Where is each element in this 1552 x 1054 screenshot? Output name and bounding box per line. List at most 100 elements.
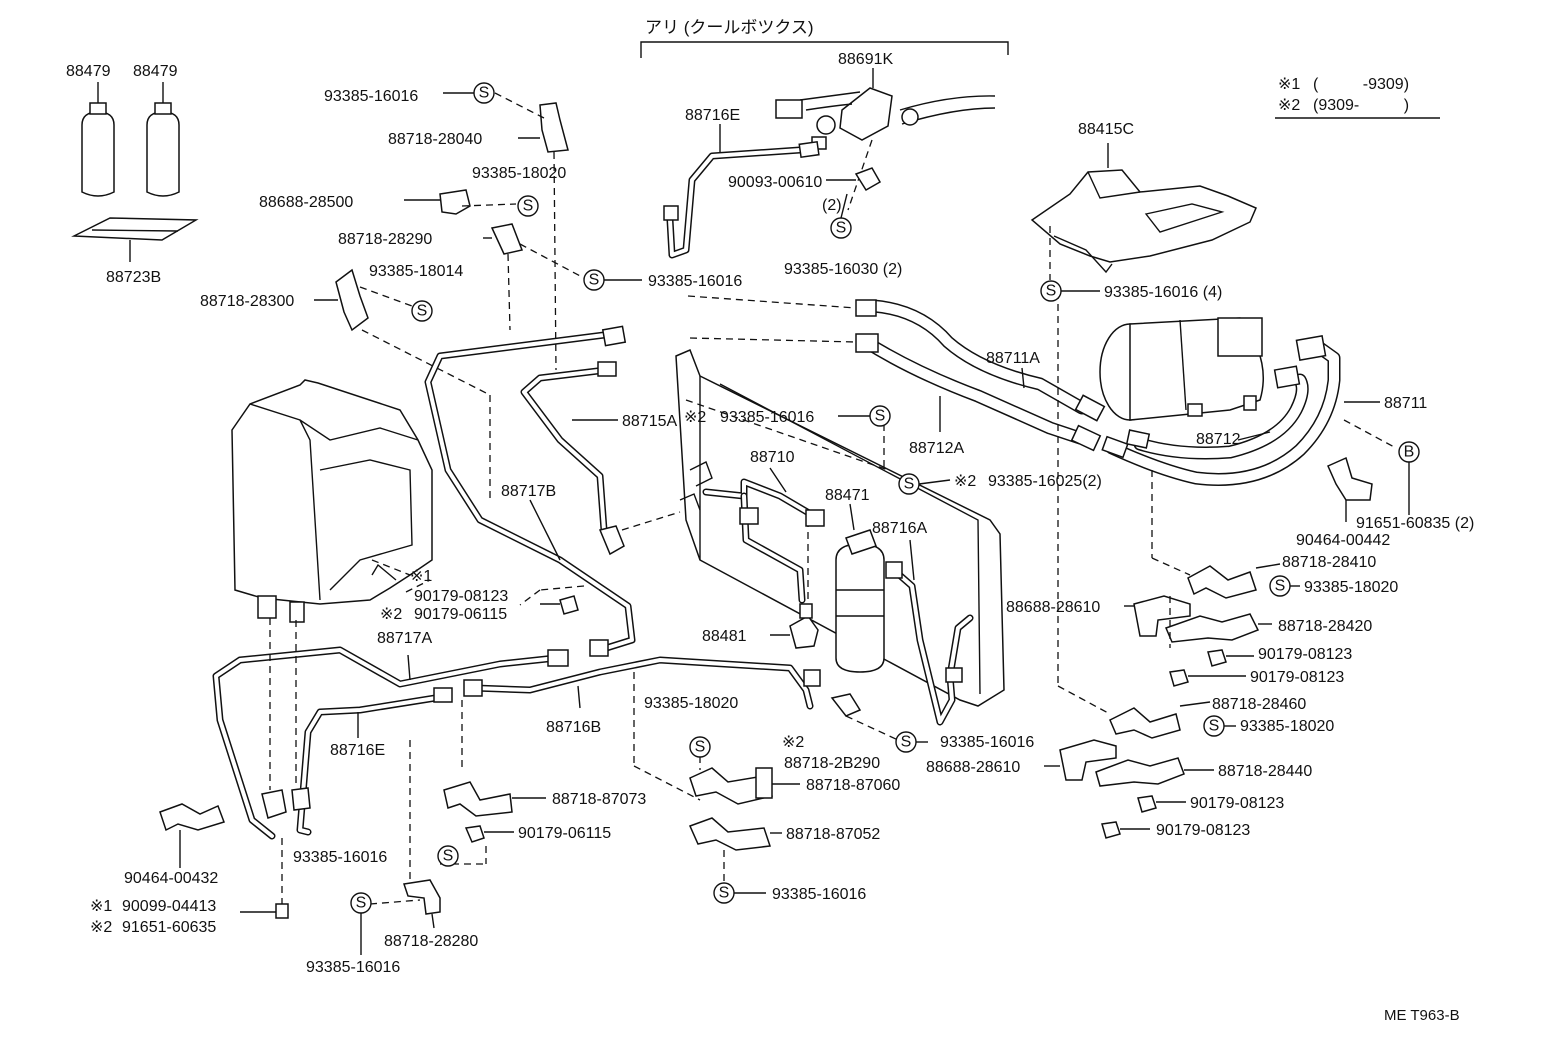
hoses	[855, 299, 1380, 576]
label-88718-2B290: 88718-2B290	[784, 755, 880, 772]
legend-note1-range: ( -9309)	[1313, 76, 1409, 93]
label-88716A: 88716A	[872, 520, 927, 537]
label-88415C: 88415C	[1078, 121, 1134, 138]
s-symbol-icon: S	[473, 82, 495, 104]
label-88718-28300: 88718-28300	[200, 293, 294, 310]
label-93385-16016-f: 93385-16016	[306, 959, 400, 976]
svg-text:S: S	[443, 848, 454, 865]
svg-text:S: S	[356, 895, 367, 912]
label-88718-28420: 88718-28420	[1278, 618, 1372, 635]
bracket-88718-2B290	[830, 693, 899, 741]
label-88718-28040: 88718-28040	[388, 131, 482, 148]
label-93385-18014: 93385-18014	[369, 263, 463, 280]
legend-note1-mark: ※1	[1278, 76, 1300, 93]
label-88718-28460: 88718-28460	[1212, 696, 1306, 713]
legend-note2-mark: ※2	[1278, 97, 1300, 114]
clamp-88718-28420	[1164, 613, 1272, 643]
label-88718-28280: 88718-28280	[384, 933, 478, 950]
nut-90179-08123-b	[1207, 649, 1254, 667]
bracket-88718-28280	[369, 879, 441, 929]
receiver-88471	[835, 503, 885, 673]
s-symbol-icon: S	[517, 195, 539, 217]
nut-90179-08123-d	[1137, 795, 1186, 813]
clamp-88718-28440	[1095, 757, 1214, 787]
label-88718-87052: 88718-87052	[786, 826, 880, 843]
label-93385-18020-r2: 93385-18020	[1240, 718, 1334, 735]
svg-text:S: S	[875, 408, 886, 425]
label-93385-16016-4: 93385-16016 (4)	[1104, 284, 1222, 301]
label-88716B: 88716B	[546, 719, 601, 736]
label-90464-00432: 90464-00432	[124, 870, 218, 887]
label-90179-06115-a: 90179-06115	[414, 606, 507, 623]
bracket-88688-28610-a	[1124, 595, 1191, 637]
label-88712: 88712	[1196, 431, 1241, 448]
svg-text:S: S	[695, 739, 706, 756]
label-90179-08123-e: 90179-08123	[1156, 822, 1250, 839]
label-93385-16030: 93385-16030 (2)	[784, 261, 902, 278]
label-88691K: 88691K	[838, 51, 893, 68]
svg-text:S: S	[1275, 578, 1286, 595]
mark-2-2B290: ※2	[782, 734, 804, 751]
label-88716E-bot: 88716E	[330, 742, 385, 759]
mark-2-bolt: ※2	[90, 919, 112, 936]
s-symbol-icon: S	[830, 217, 852, 239]
label-90464-00442: 90464-00442	[1296, 532, 1390, 549]
clamp-90464-00432	[159, 803, 225, 868]
symbol-leaders	[360, 92, 1410, 955]
label-93385-18020-r1: 93385-18020	[1304, 579, 1398, 596]
label-90179-08123-a: 90179-08123	[414, 588, 508, 605]
label-93385-16016-d: 93385-16016	[293, 849, 387, 866]
label-93385-16016-top: 93385-16016	[324, 88, 418, 105]
svg-text:S: S	[417, 303, 428, 320]
mark-1-bolt: ※1	[90, 898, 112, 915]
bracket-88718-87073	[443, 781, 546, 817]
s-symbol-icon: S	[895, 731, 917, 753]
label-88712A: 88712A	[909, 440, 964, 457]
guide-lines-bottom	[269, 511, 725, 884]
part-labels: 93385-16016 88718-28040 93385-18020 8868…	[90, 51, 1474, 976]
label-90179-08123-d: 90179-08123	[1190, 795, 1284, 812]
label-88718-28290: 88718-28290	[338, 231, 432, 248]
bracket-88718-87052	[688, 817, 782, 851]
svg-text:B: B	[1404, 444, 1415, 461]
label-93385-18020-mid: 93385-18020	[644, 695, 738, 712]
label-88715A: 88715A	[622, 413, 677, 430]
svg-text:S: S	[719, 885, 730, 902]
label-88718-28440: 88718-28440	[1218, 763, 1312, 780]
label-88718-28410: 88718-28410	[1282, 554, 1376, 571]
svg-text:S: S	[901, 734, 912, 751]
cover-88415C	[1030, 143, 1257, 280]
s-symbol-icon: S	[583, 269, 605, 291]
clamp-90464-00442	[1327, 456, 1373, 522]
condenser	[675, 295, 1005, 707]
mark-2-16025: ※2	[954, 473, 976, 490]
pressure-switch-88481	[770, 520, 819, 649]
svg-text:S: S	[904, 476, 915, 493]
label-93385-16016-mid: 93385-16016	[648, 273, 742, 290]
svg-text:S: S	[1209, 718, 1220, 735]
mark-2-cond: ※2	[684, 409, 706, 426]
nut-90093-00610	[826, 167, 882, 192]
label-88717A: 88717A	[377, 630, 432, 647]
s-symbol-icon: S	[713, 882, 735, 904]
mark-1-evap: ※1	[410, 568, 432, 585]
s-symbol-icon: S	[1269, 575, 1291, 597]
bracket-88718-28040	[518, 102, 569, 153]
legend-note2-range: (9309- )	[1313, 97, 1409, 114]
bracket-88688-28610-b	[1044, 739, 1117, 781]
svg-text:S: S	[1046, 283, 1057, 300]
label-88710: 88710	[750, 449, 795, 466]
clamp-88718-28410	[1187, 563, 1281, 599]
label-93385-18020-top: 93385-18020	[472, 165, 566, 182]
label-88723B: 88723B	[106, 269, 161, 286]
label-90093-00610: 90093-00610	[728, 174, 822, 191]
s-symbol-icon: S	[1203, 715, 1225, 737]
label-93385-16016-e: 93385-16016	[772, 886, 866, 903]
label-88479-b: 88479	[133, 63, 178, 80]
s-symbol-icon: S	[350, 892, 372, 914]
compressor	[1099, 317, 1264, 421]
s-symbol-icon: S	[689, 736, 711, 758]
bracket-88718-28290	[483, 223, 524, 255]
cool-box-title: アリ (クールボツクス)	[645, 18, 814, 37]
